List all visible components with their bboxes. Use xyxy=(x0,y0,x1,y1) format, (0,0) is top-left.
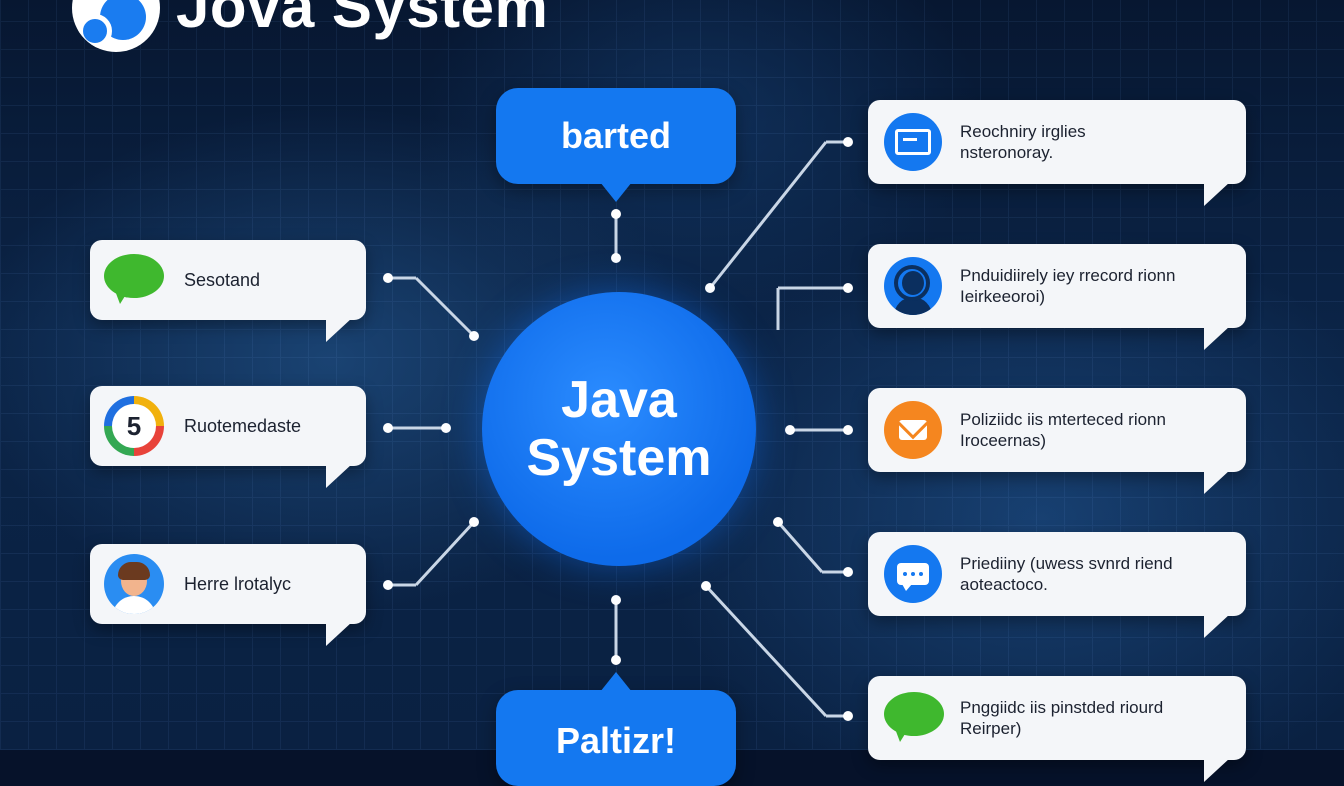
right-card-line-1: Reochniry irglies xyxy=(960,121,1086,141)
envelope-icon xyxy=(884,401,942,459)
headset-agent-icon xyxy=(884,257,942,315)
right-card-line-1: Pnggiidc iis pinstded riourd xyxy=(960,697,1164,717)
right-card-1: Reochniry irglies nsteronoray. xyxy=(868,100,1246,206)
number-5-ring-icon: 5 xyxy=(104,396,164,456)
chat-dots-icon xyxy=(884,545,942,603)
right-card-3: Poliziidc iis mterteced rionn Iroceernas… xyxy=(868,388,1246,494)
green-speech-bubble-icon xyxy=(104,250,164,310)
right-card-line-2: Ieirkeeoroi) xyxy=(960,287,1046,306)
hub-line-2: System xyxy=(526,429,712,487)
green-speech-bubble-icon xyxy=(884,689,944,747)
person-avatar-icon xyxy=(104,554,164,614)
central-hub: Java System xyxy=(482,292,756,566)
right-card-line-2: Iroceernas) xyxy=(960,431,1046,450)
left-card-label: Herre lrotalyc xyxy=(184,573,292,594)
right-card-2: Pnduidiirely iey rrecord rionn Ieirkeeor… xyxy=(868,244,1246,350)
monitor-icon xyxy=(884,113,942,171)
right-card-line-1: Pnduidiirely iey rrecord rionn xyxy=(960,265,1176,285)
left-card-1: Sesotand xyxy=(90,240,366,342)
bottom-bubble-label: Paltizr! xyxy=(555,720,677,761)
right-card-line-2: Reirper) xyxy=(960,719,1022,738)
right-card-5: Pnggiidc iis pinstded riourd Reirper) xyxy=(868,676,1246,782)
left-card-3: Herre lrotalyc xyxy=(90,544,366,646)
top-bubble-label: barted xyxy=(560,115,672,156)
bottom-bubble: Paltizr! xyxy=(496,672,736,786)
top-bubble: barted xyxy=(496,88,736,202)
right-card-4: Priediiny (uwess svnrd riend aoteactoco. xyxy=(868,532,1246,638)
ring-number: 5 xyxy=(112,404,156,448)
left-card-label: Sesotand xyxy=(184,269,261,290)
right-card-line-1: Priediiny (uwess svnrd riend xyxy=(960,553,1173,573)
page-title: Jova System xyxy=(176,0,549,40)
connector-lines xyxy=(383,137,853,721)
hub-line-1: Java xyxy=(561,370,677,429)
right-card-line-1: Poliziidc iis mterteced rionn xyxy=(960,409,1166,429)
right-card-line-2: nsteronoray. xyxy=(960,143,1054,162)
right-card-line-2: aoteactoco. xyxy=(960,575,1048,594)
left-card-label: Ruotemedaste xyxy=(184,415,302,436)
left-card-2: 5 Ruotemedaste xyxy=(90,386,366,488)
